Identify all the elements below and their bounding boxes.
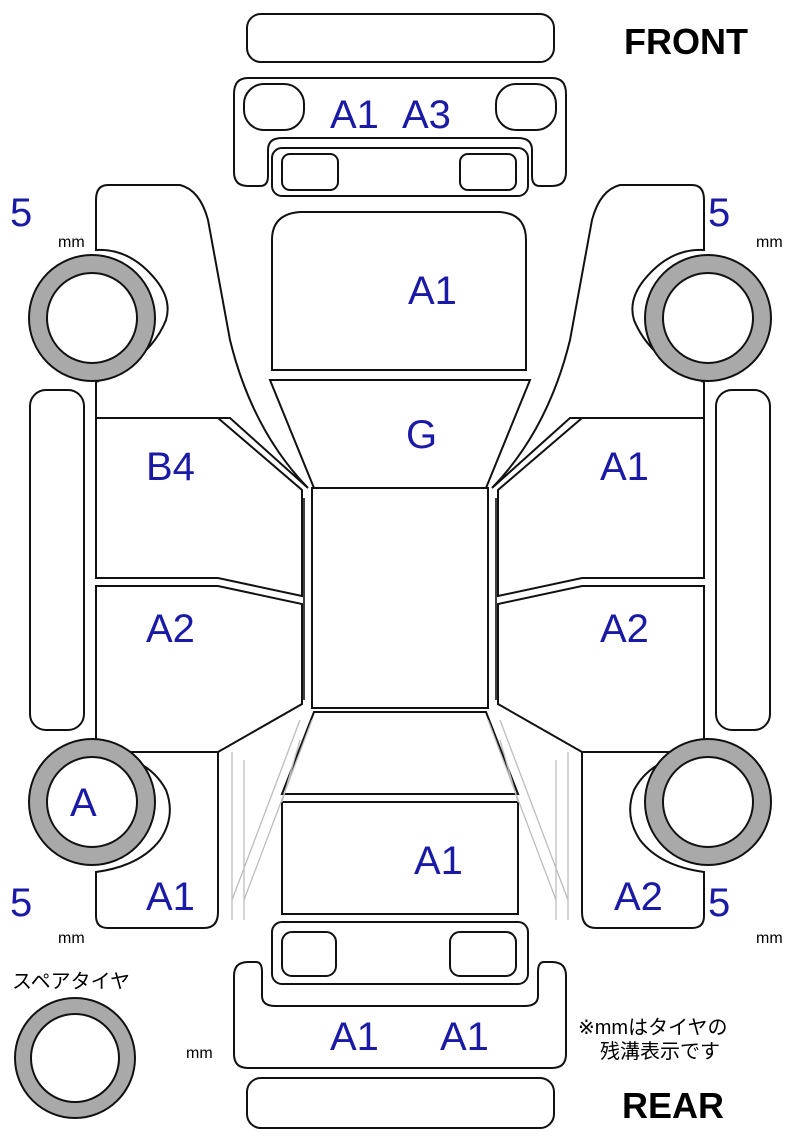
mark-front-bumper-left: A1	[330, 93, 379, 137]
front-bumper-strip	[246, 13, 555, 63]
mark-hood: A1	[408, 269, 457, 313]
trunk	[281, 801, 519, 915]
rear-right-tread-unit: mm	[756, 930, 783, 947]
tread-note-line2: 残溝表示です	[600, 1040, 720, 1063]
mark-front-bumper-right: A3	[402, 93, 451, 137]
rear-left-tread-value: 5	[10, 881, 32, 925]
mark-right-rear-door: A2	[600, 607, 649, 651]
mark-rear-bumper-left: A1	[330, 1015, 379, 1059]
rear-right-tire	[644, 738, 772, 866]
front-bumper	[233, 77, 567, 187]
left-side-mirror-strip	[29, 389, 85, 731]
mark-left-front-door: B4	[146, 445, 195, 489]
mark-right-front-door: A1	[600, 445, 649, 489]
front-right-fog-lamp	[459, 153, 517, 191]
front-left-tire	[28, 254, 156, 382]
tread-note-line1: ※mmはタイヤの	[578, 1016, 727, 1039]
mark-rear-bumper-right: A1	[440, 1015, 489, 1059]
rear-right-tread-value: 5	[708, 881, 730, 925]
left-rear-door	[95, 585, 303, 753]
front-left-tread-value: 5	[10, 191, 32, 235]
rear-left-lamp	[281, 931, 337, 977]
rear-left-tread-unit: mm	[58, 930, 85, 947]
front-right-headlight	[495, 83, 557, 131]
front-right-tire	[644, 254, 772, 382]
right-front-door	[497, 417, 705, 598]
mark-right-rear-fender: A2	[614, 875, 663, 919]
mark-left-rear-fender: A1	[146, 875, 195, 919]
right-rear-ghost-lines	[487, 719, 569, 920]
rear-bumper-strip	[246, 1077, 555, 1129]
front-left-fog-lamp	[281, 153, 339, 191]
mark-trunk: A1	[414, 839, 463, 883]
mark-windshield: G	[406, 413, 437, 457]
left-rear-ghost-lines	[231, 719, 313, 920]
rear-right-lamp	[449, 931, 517, 977]
mark-left-rear-door: A2	[146, 607, 195, 651]
spare-tire	[14, 997, 136, 1119]
rear-bumper	[233, 961, 567, 1069]
front-right-tread-value: 5	[708, 191, 730, 235]
rear-label: REAR	[622, 1085, 724, 1126]
roof	[311, 487, 489, 709]
spare-tire-unit: mm	[186, 1045, 213, 1062]
front-label: FRONT	[624, 21, 748, 62]
front-left-headlight	[243, 83, 305, 131]
spare-tire-label: スペアタイヤ	[12, 970, 130, 993]
hood	[271, 211, 527, 371]
mark-left-rear-wheel: A	[70, 781, 97, 825]
rear-left-tire	[28, 738, 156, 866]
right-side-mirror-strip	[715, 389, 771, 731]
front-right-tread-unit: mm	[756, 234, 783, 251]
left-front-door	[95, 417, 303, 598]
front-left-tread-unit: mm	[58, 234, 85, 251]
rear-window	[280, 711, 520, 795]
windshield	[268, 379, 532, 489]
